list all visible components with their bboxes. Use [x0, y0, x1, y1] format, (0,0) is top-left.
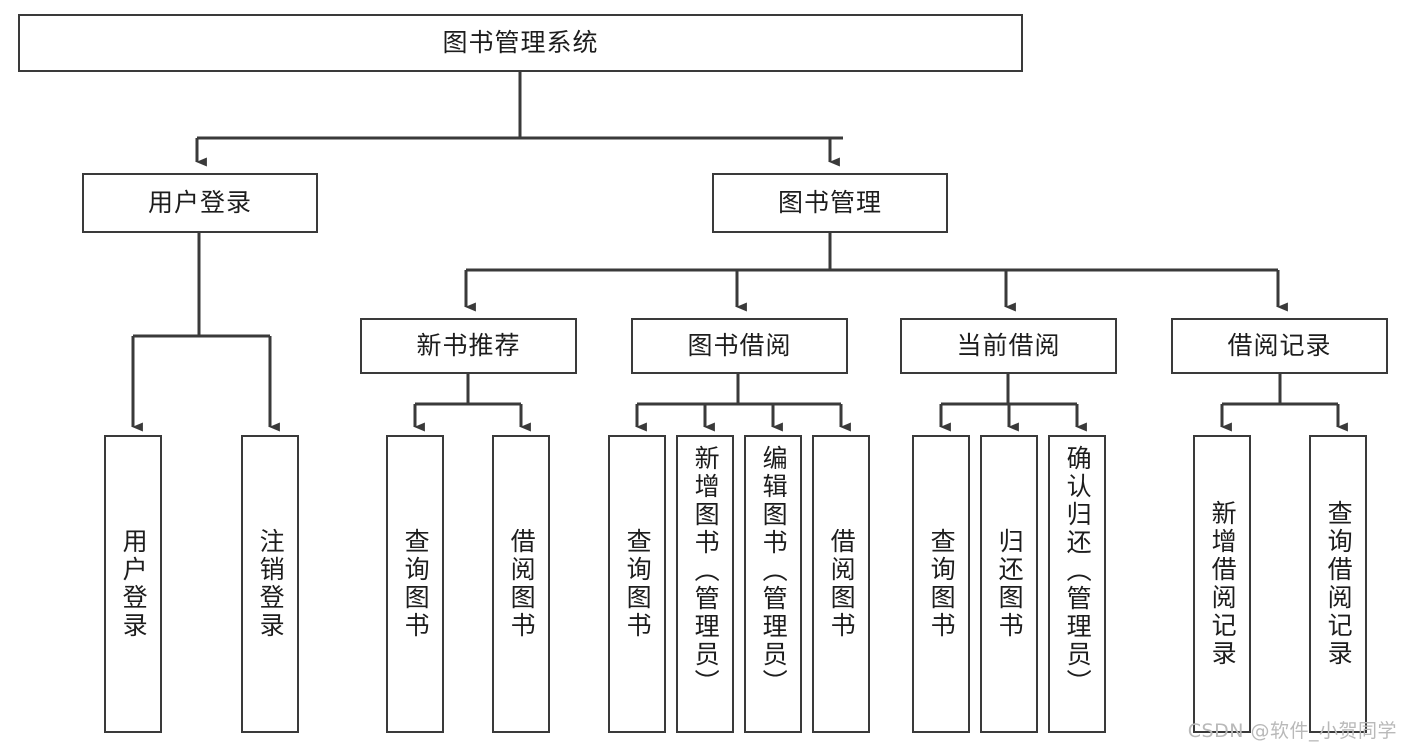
node-user-login[interactable]: 用户登录	[82, 173, 318, 233]
node-book-manage-label: 图书管理	[777, 188, 882, 217]
node-new-book-recommend-label: 新书推荐	[416, 331, 521, 360]
node-leaf-query-book-2[interactable]: 查询图书	[608, 435, 666, 733]
node-leaf-user-login[interactable]: 用户登录	[104, 435, 162, 733]
node-leaf-logout-login[interactable]: 注销登录	[241, 435, 299, 733]
node-book-borrow[interactable]: 图书借阅	[631, 318, 848, 374]
node-leaf-confirm-return-label: 确认归还（管理员）	[1063, 445, 1093, 697]
node-leaf-confirm-return[interactable]: 确认归还（管理员）	[1048, 435, 1106, 733]
csdn-watermark: CSDN @软件_小贺同学	[1187, 720, 1397, 742]
node-current-borrow[interactable]: 当前借阅	[900, 318, 1117, 374]
node-current-borrow-label: 当前借阅	[956, 331, 1061, 360]
node-user-login-label: 用户登录	[147, 188, 252, 217]
node-leaf-borrow-book-2-label: 借阅图书	[827, 528, 857, 640]
node-new-book-recommend[interactable]: 新书推荐	[360, 318, 577, 374]
node-leaf-borrow-book-2[interactable]: 借阅图书	[812, 435, 870, 733]
node-leaf-query-record-label: 查询借阅记录	[1324, 500, 1354, 668]
node-borrow-record[interactable]: 借阅记录	[1171, 318, 1388, 374]
node-leaf-add-record[interactable]: 新增借阅记录	[1193, 435, 1251, 733]
node-leaf-add-book-label: 新增图书（管理员）	[691, 445, 721, 697]
node-leaf-edit-book[interactable]: 编辑图书（管理员）	[744, 435, 802, 733]
node-leaf-user-login-label: 用户登录	[119, 528, 149, 640]
node-leaf-query-record[interactable]: 查询借阅记录	[1309, 435, 1367, 733]
node-leaf-query-book-1[interactable]: 查询图书	[386, 435, 444, 733]
node-root[interactable]: 图书管理系统	[18, 14, 1023, 72]
node-leaf-add-record-label: 新增借阅记录	[1208, 500, 1238, 668]
node-leaf-query-book-2-label: 查询图书	[623, 528, 653, 640]
node-root-label: 图书管理系统	[442, 28, 599, 57]
node-leaf-return-book-label: 归还图书	[995, 528, 1025, 640]
node-book-borrow-label: 图书借阅	[687, 331, 792, 360]
node-leaf-query-book-3-label: 查询图书	[927, 528, 957, 640]
node-leaf-add-book[interactable]: 新增图书（管理员）	[676, 435, 734, 733]
node-leaf-edit-book-label: 编辑图书（管理员）	[759, 445, 789, 697]
node-book-manage[interactable]: 图书管理	[712, 173, 948, 233]
node-leaf-query-book-1-label: 查询图书	[401, 528, 431, 640]
node-leaf-query-book-3[interactable]: 查询图书	[912, 435, 970, 733]
node-leaf-borrow-book-1[interactable]: 借阅图书	[492, 435, 550, 733]
node-leaf-borrow-book-1-label: 借阅图书	[507, 528, 537, 640]
node-borrow-record-label: 借阅记录	[1227, 331, 1332, 360]
node-leaf-logout-login-label: 注销登录	[256, 528, 286, 640]
node-leaf-return-book[interactable]: 归还图书	[980, 435, 1038, 733]
